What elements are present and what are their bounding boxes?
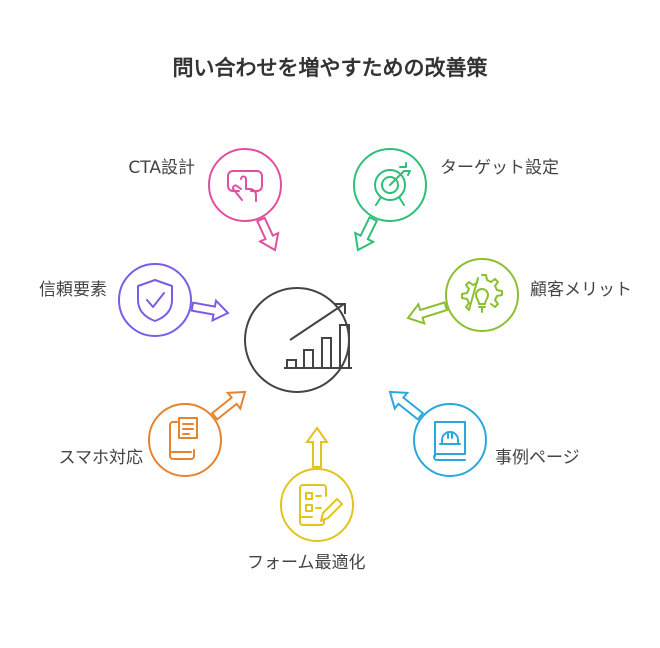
- arrow-target: [353, 215, 379, 252]
- center-circle: [244, 287, 350, 393]
- smartphone-icon: [169, 417, 198, 460]
- arrow-cases: [388, 390, 425, 421]
- circle-mobile: [148, 403, 222, 477]
- node-cta: [208, 148, 282, 252]
- node-cases: [388, 390, 487, 477]
- gear-bulb-icon: [461, 274, 503, 313]
- node-mobile: [148, 390, 247, 477]
- shield-check-icon: [137, 279, 173, 322]
- arrow-benefit: [406, 301, 449, 325]
- arrow-cta: [255, 216, 280, 252]
- page-title: 問い合わせを増やすための改善策: [172, 56, 488, 80]
- circle-cases: [413, 403, 487, 477]
- label-trust: 信頼要素: [39, 280, 107, 300]
- label-form: フォーム最適化: [247, 553, 366, 573]
- case-book-icon: [433, 421, 466, 461]
- target-icon: [374, 162, 411, 206]
- label-cases: 事例ページ: [495, 448, 580, 468]
- node-benefit: [406, 258, 519, 332]
- growth-chart-icon: [284, 303, 352, 369]
- arrow-trust: [190, 298, 230, 323]
- circle-form: [280, 468, 354, 542]
- label-cta: CTA設計: [128, 158, 195, 178]
- form-edit-icon: [299, 484, 343, 526]
- center-node: [244, 287, 352, 393]
- arrow-mobile: [210, 390, 247, 421]
- node-form: [280, 426, 354, 542]
- label-benefit: 顧客メリット: [530, 280, 632, 300]
- label-mobile: スマホ対応: [58, 448, 144, 468]
- arrow-form: [305, 426, 329, 468]
- tap-button-icon: [227, 170, 263, 202]
- node-trust: [118, 263, 230, 337]
- node-target: [353, 148, 427, 252]
- circle-benefit: [445, 258, 519, 332]
- label-target: ターゲット設定: [440, 158, 559, 178]
- circle-trust: [118, 263, 192, 337]
